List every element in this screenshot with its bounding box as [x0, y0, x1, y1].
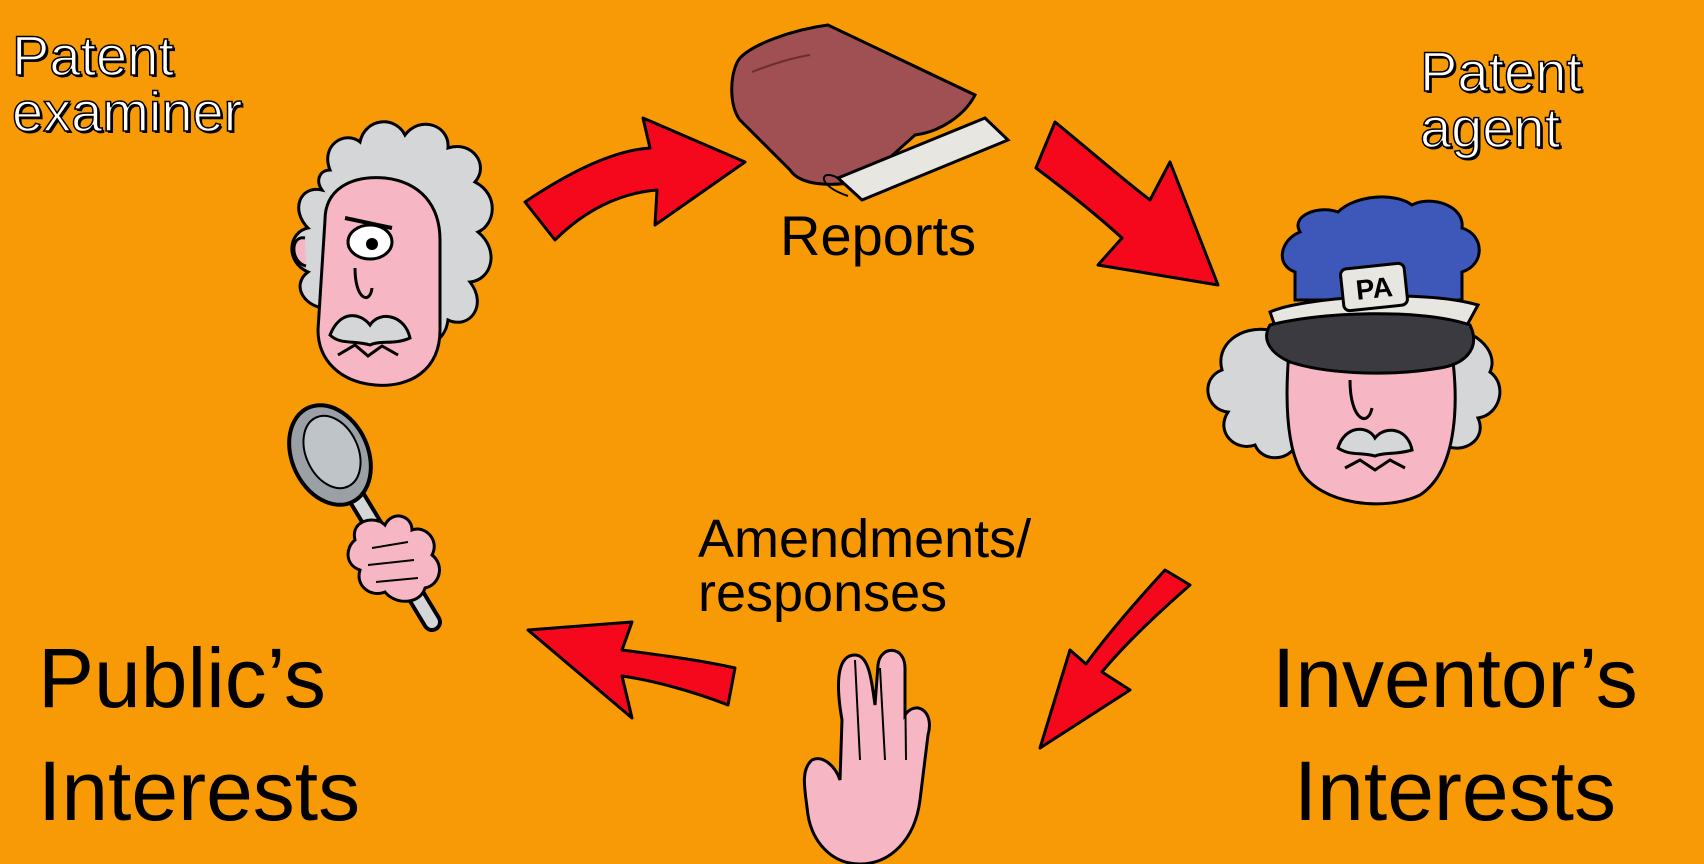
book-icon: [730, 23, 1011, 202]
label-amendments: Amendments/ responses: [698, 512, 1031, 620]
label-public-line2: Interests: [38, 744, 361, 839]
label-patent-agent: Patent agent: [1419, 40, 1582, 159]
agent-face: [1285, 338, 1457, 506]
agent-cap-visor: [1265, 312, 1476, 375]
label-amendments-line1: Amendments/: [698, 509, 1032, 569]
label-inventor-interests: Inventor’s Interests: [1272, 622, 1638, 849]
arrow-examiner-to-reports: [523, 116, 747, 242]
label-patent-examiner-line2: examiner: [11, 80, 243, 143]
label-public-line1: Public’s: [38, 631, 326, 725]
agent-cap-badge: [1339, 261, 1409, 313]
examiner-hand: [346, 514, 441, 603]
label-patent-examiner-line1: Patent: [11, 24, 174, 87]
label-inventor-line2: Interests: [1293, 744, 1616, 839]
label-reports: Reports: [780, 204, 977, 267]
label-patent-examiner: Patent examiner: [11, 24, 243, 143]
examiner-face: [316, 176, 442, 387]
arrow-agent-to-amendments: [1038, 568, 1192, 750]
examiner-moustache: [328, 314, 412, 347]
agent-cap-badge-text: PA: [1354, 271, 1394, 306]
label-patent-agent-line1: Patent: [1419, 40, 1582, 103]
label-public-interests: Public’s Interests: [38, 622, 360, 849]
agent-hair-left: [1206, 327, 1302, 460]
patent-examiner-illustration: [290, 120, 494, 387]
patent-agent-illustration: PA: [1206, 195, 1502, 506]
arrow-amendments-to-public: [526, 620, 737, 720]
label-amendments-line2: responses: [698, 563, 948, 623]
label-patent-agent-line2: agent: [1419, 96, 1561, 159]
agent-moustache: [1336, 427, 1414, 458]
label-inventor-line1: Inventor’s: [1272, 631, 1638, 725]
magnifying-glass-icon: [287, 403, 442, 632]
agent-cap: [1280, 195, 1481, 302]
arrow-reports-to-agent: [1034, 120, 1220, 287]
raised-hand-icon: [802, 648, 931, 864]
